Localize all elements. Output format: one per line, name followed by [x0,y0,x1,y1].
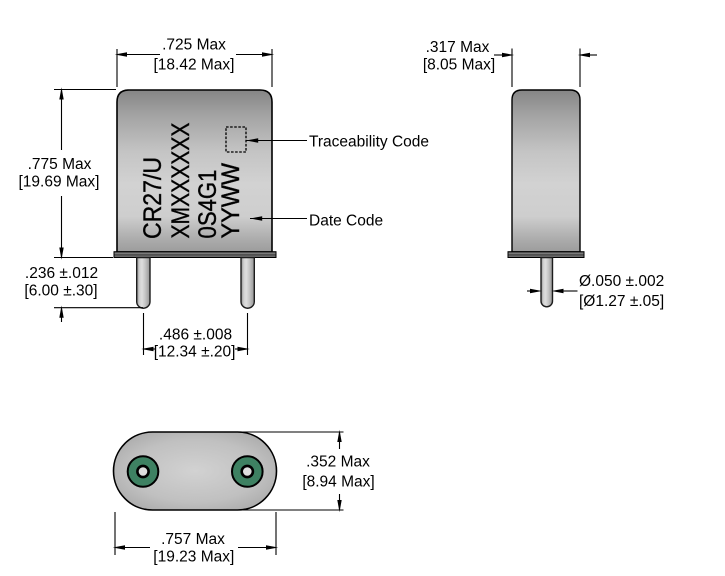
svg-text:[Ø1.27 ±.05]: [Ø1.27 ±.05] [579,293,664,310]
svg-text:.236 ±.012: .236 ±.012 [25,265,98,282]
svg-text:.757 Max: .757 Max [161,531,225,548]
svg-text:XMXXXXXX: XMXXXXXX [167,122,195,238]
svg-text:[19.23 Max]: [19.23 Max] [153,549,234,566]
svg-text:Ø.050 ±.002: Ø.050 ±.002 [579,273,664,290]
svg-text:.352 Max: .352 Max [306,454,370,471]
svg-text:.775 Max: .775 Max [28,156,92,173]
svg-text:Date Code: Date Code [309,213,383,230]
svg-text:[8.05 Max]: [8.05 Max] [423,57,495,74]
svg-text:[19.69 Max]: [19.69 Max] [19,174,100,191]
svg-text:[6.00 ±.30]: [6.00 ±.30] [24,283,97,300]
svg-text:.317 Max: .317 Max [426,39,490,56]
svg-text:[18.42 Max]: [18.42 Max] [154,57,235,74]
svg-text:[12.34 ±.20]: [12.34 ±.20] [154,344,236,361]
svg-text:0S4G1: 0S4G1 [194,170,222,239]
svg-text:YYWW: YYWW [217,163,245,239]
svg-text:Traceability Code: Traceability Code [309,134,429,151]
svg-text:[8.94 Max]: [8.94 Max] [302,474,374,491]
svg-text:CR27/U: CR27/U [139,157,167,239]
svg-text:.725 Max: .725 Max [162,37,226,54]
svg-text:.486 ±.008: .486 ±.008 [159,327,232,344]
